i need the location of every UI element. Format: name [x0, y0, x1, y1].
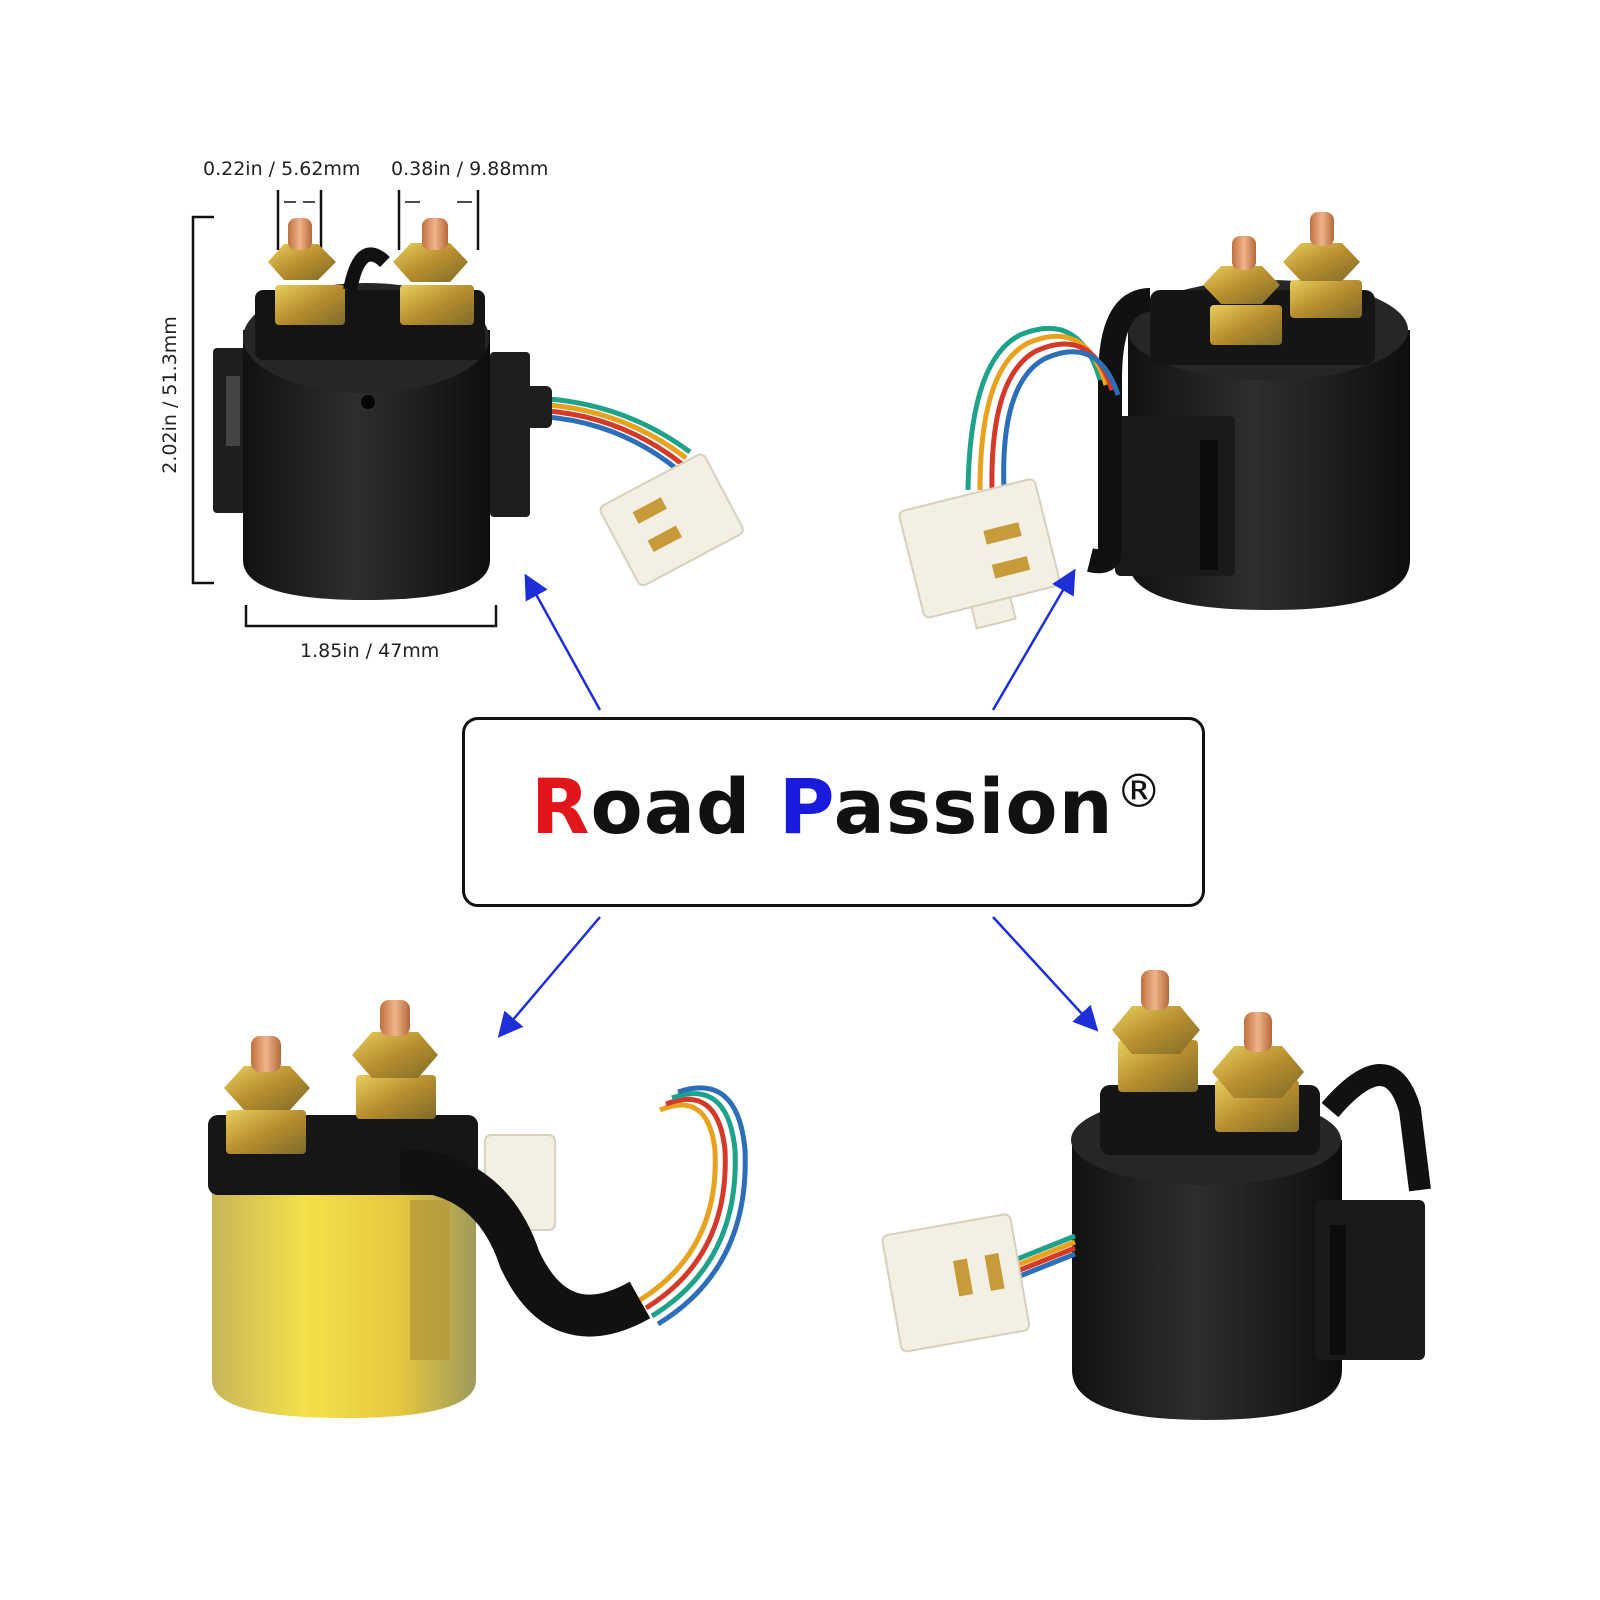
terminal-d: [352, 1000, 438, 1119]
solenoid-top-right: [898, 212, 1410, 630]
terminal-b: [1283, 212, 1362, 318]
solenoid-bottom-left: [208, 1000, 748, 1418]
dimension-width: 1.85in / 47mm: [300, 640, 440, 662]
arrow-bottom-right: [992, 916, 1099, 1032]
pointer-arrows: [497, 568, 1099, 1038]
solenoid-bottom-right: [881, 970, 1431, 1420]
arrow-top-right: [991, 568, 1076, 711]
terminal-left: [268, 218, 345, 325]
solenoid-top-left: [191, 190, 744, 628]
registered-mark: ®: [1115, 764, 1163, 818]
connector-top-right: [898, 478, 1061, 630]
connector-bottom-right: [881, 1213, 1031, 1353]
arrow-bottom-left: [497, 916, 601, 1038]
dimension-terminal-diameter: 0.22in / 5.62mm: [203, 158, 361, 180]
terminal-f: [1212, 1012, 1304, 1132]
connector-top-left: [599, 453, 744, 587]
arrow-top-left: [524, 573, 602, 711]
dimension-height: 2.02in / 51.3mm: [159, 316, 181, 474]
brand-box: [462, 717, 1205, 907]
terminal-right: [393, 218, 474, 325]
brand-logo: Road Passion®: [531, 762, 1163, 851]
brand-initial-p: P: [778, 762, 834, 851]
dimension-terminal-nut: 0.38in / 9.88mm: [391, 158, 549, 180]
brand-initial-r: R: [531, 762, 591, 851]
terminal-a: [1203, 236, 1282, 345]
terminal-e: [1112, 970, 1200, 1092]
terminal-c: [224, 1036, 310, 1154]
brand-word-road: oad: [590, 762, 752, 851]
brand-word-passion: assion: [833, 762, 1114, 851]
dimension-lines: [191, 190, 498, 628]
